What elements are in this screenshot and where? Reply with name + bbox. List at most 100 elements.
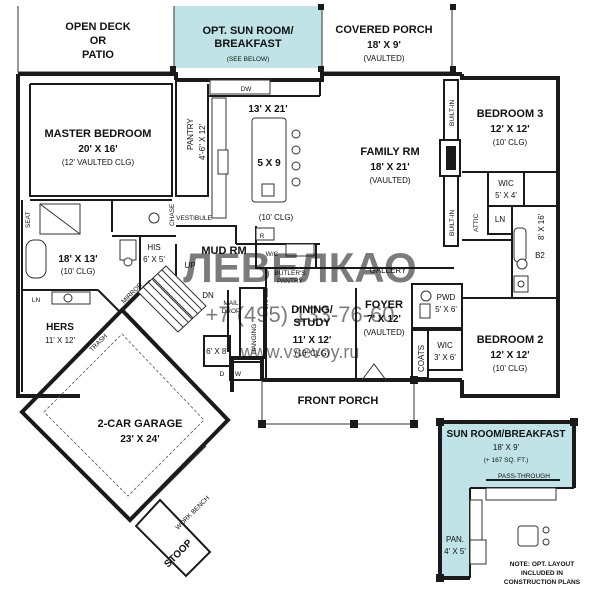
bath-b2-size: 8' X 16' — [537, 213, 546, 240]
built-in-top-label: BUILT-IN — [449, 99, 456, 126]
family-rm-size: 18' X 21' — [370, 162, 409, 173]
label-line: BUTLER'S — [274, 270, 306, 277]
kitchen-island-size: 5 X 9 — [257, 158, 281, 169]
wic-b3-name: WIC — [498, 179, 514, 188]
pwd-name: PWD — [437, 293, 456, 302]
bath-b2-name: B2 — [535, 251, 545, 260]
sun-room-top-fill — [174, 6, 322, 68]
front-porch-structure — [258, 363, 418, 428]
garage-name: 2-CAR GARAGE — [98, 418, 183, 430]
label-line: OR — [90, 35, 107, 47]
master-bath-note: (10' CLG) — [61, 267, 96, 276]
dryer-label: D — [220, 371, 225, 378]
label-line: DINING/ — [291, 304, 333, 316]
room-labels: OPEN DECK OR PATIO OPT. SUN ROOM/BREAKFAST… — [25, 21, 581, 586]
wic-b2-size: 3' X 6' — [434, 353, 456, 362]
front-porch-name: FRONT PORCH — [298, 395, 379, 407]
vestibule-label: VESTIBULE — [176, 215, 212, 222]
family-rm-note: (VAULTED) — [369, 176, 410, 185]
master-bedroom-name: MASTER BEDROOM — [45, 128, 152, 140]
label-line: OPT. SUN ROOM/ — [202, 25, 293, 37]
garage-size: 23' X 24' — [120, 434, 159, 445]
label-line: PANTRY — [277, 278, 303, 285]
bedroom3-name: BEDROOM 3 — [477, 108, 544, 120]
master-bedroom-size: 20' X 16' — [78, 144, 117, 155]
covered-porch-name: COVERED PORCH — [335, 24, 432, 36]
covered-porch-size: 18' X 9' — [367, 40, 401, 51]
chase-master-label: CHASE — [169, 203, 176, 226]
his-size: 6' X 5' — [143, 255, 165, 264]
bedroom3-note: (10' CLG) — [493, 138, 528, 147]
washer-label: W — [235, 371, 242, 378]
family-rm-name: FAMILY RM — [360, 146, 419, 158]
refrigerator-label: R — [260, 233, 265, 240]
hanging-label: HANGING — [251, 324, 258, 354]
label-line: INCLUDED IN — [521, 570, 563, 577]
watermark-logo: ЛЕВЕЛКАО — [183, 244, 416, 291]
pass-through-label: PASS-THROUGH — [498, 473, 550, 480]
gallery-label: GALLERY — [370, 266, 407, 275]
covered-porch-note: (VAULTED) — [363, 54, 404, 63]
sun-room-top-label: OPT. SUN ROOM/BREAKFAST — [202, 25, 293, 50]
pan-opt-name: PAN. — [446, 535, 464, 544]
wic-b3-size: 5' X 4' — [495, 191, 517, 200]
kitchen-fixtures — [209, 79, 315, 257]
seat-label: SEAT — [25, 211, 32, 228]
wic-b2-name: WIC — [437, 341, 453, 350]
ln-b3-label: LN — [495, 215, 505, 224]
foyer-note: (VAULTED) — [363, 328, 404, 337]
open-deck-label: OPEN DECK OR PATIO — [65, 21, 130, 61]
wc-label: W/C — [266, 251, 279, 258]
bedroom3-size: 12' X 12' — [490, 124, 529, 135]
foyer-name: FOYER — [365, 299, 403, 311]
pantry-name: PANTRY — [186, 118, 195, 150]
coats-label: COATS — [417, 345, 426, 372]
sunroom-opt-note: (+ 167 SQ. FT.) — [484, 457, 529, 464]
attic-label: ATTIC — [473, 213, 480, 232]
label-line: CONSTRUCTION PLANS — [504, 579, 581, 586]
chase-stair-label: CHASE — [263, 287, 270, 310]
dining-name: DINING/STUDY — [291, 304, 333, 329]
dining-note: (10' CLG) — [295, 349, 330, 358]
sunroom-inset-fill — [440, 422, 574, 578]
label-line: MAIL — [223, 300, 239, 307]
dining-size: 11' X 12' — [293, 335, 332, 346]
storage-size: 6' X 8' — [206, 347, 228, 356]
stoop-label: STOOP — [162, 537, 195, 570]
sun-room-top-note: (SEE BELOW) — [227, 56, 270, 63]
hers-size: 11' X 12' — [45, 336, 76, 345]
label-line: STUDY — [293, 317, 331, 329]
watermark: ЛЕВЕЛКАО +7 (495) 133-76-60 www.vsevoy.r… — [183, 244, 416, 362]
pan-opt-size: 4' X 5' — [444, 547, 466, 556]
master-bath-size: 18' X 13' — [58, 254, 97, 265]
built-in-bottom-label: BUILT-IN — [449, 209, 456, 236]
garage-interior — [43, 333, 207, 503]
sunroom-inset-walls — [436, 418, 578, 582]
stairs — [137, 265, 207, 333]
bedroom2-note: (10' CLG) — [493, 364, 528, 373]
sunroom-opt-name: SUN ROOM/BREAKFAST — [447, 429, 566, 440]
work-bench-label: WORK BENCH — [174, 495, 211, 532]
sunroom-opt-size: 18' X 9' — [493, 443, 520, 452]
mud-rm-name: MUD RM — [201, 245, 246, 257]
hers-name: HERS — [46, 322, 74, 333]
kitchen-note: (10' CLG) — [259, 213, 294, 222]
pantry-size: 4'-6" X 12' — [198, 123, 207, 160]
bedroom2-name: BEDROOM 2 — [477, 334, 544, 346]
master-bedroom-note: (12' VAULTED CLG) — [62, 158, 135, 167]
his-name: HIS — [147, 243, 160, 252]
watermark-phone: +7 (495) 133-76-60 — [206, 302, 395, 327]
interior-walls — [21, 79, 559, 392]
stairs-up-label: UP — [184, 261, 195, 270]
label-line: PATIO — [82, 49, 114, 61]
label-line: BREAKFAST — [214, 38, 282, 50]
pwd-size: 5' X 6' — [435, 305, 457, 314]
foyer-size: 7' X 12' — [367, 314, 401, 325]
label-line: OPEN DECK — [65, 21, 130, 33]
ln-master-label: LN — [32, 297, 41, 304]
dishwasher-label: DW — [241, 86, 253, 93]
stairs-dn-label: DN — [202, 291, 214, 300]
